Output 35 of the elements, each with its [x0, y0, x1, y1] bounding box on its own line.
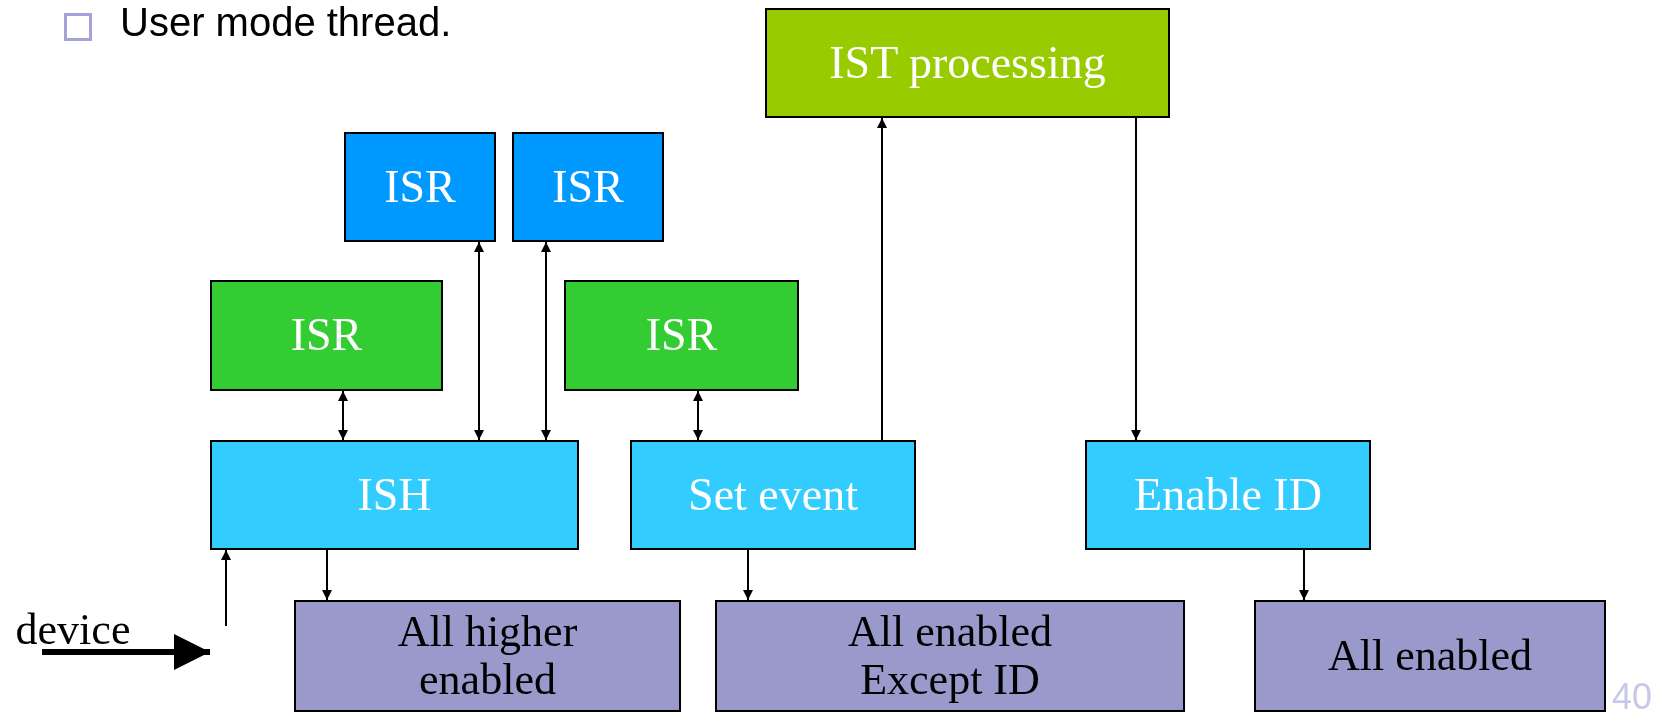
arrow [42, 634, 210, 670]
title: User mode thread. [120, 0, 452, 45]
box-label: ISR [552, 161, 624, 213]
box-label: IST processing [829, 37, 1106, 89]
arrow [877, 117, 887, 441]
arrow [474, 241, 484, 441]
arrow [221, 549, 231, 627]
process-box [294, 600, 681, 712]
box-label: ISH [357, 469, 432, 521]
process-box [210, 280, 443, 391]
process-box [715, 600, 1185, 712]
box-label: ISR [645, 310, 718, 361]
arrow [322, 549, 332, 601]
device-label: device [15, 605, 131, 655]
arrow [338, 390, 348, 441]
box-label: Enable ID [1134, 469, 1322, 521]
arrow [1131, 117, 1141, 441]
box-label: All enabled [1327, 631, 1532, 681]
arrow [541, 241, 551, 441]
arrow [693, 390, 703, 441]
arrow [743, 549, 753, 601]
process-box [210, 440, 579, 550]
box-label: All higher enabled [396, 607, 579, 705]
process-box [1085, 440, 1371, 550]
process-box [564, 280, 799, 391]
box-label: ISR [384, 161, 456, 213]
arrow [1299, 549, 1309, 601]
process-box [344, 132, 496, 242]
box-label: All enabled Except ID [846, 607, 1053, 705]
process-box [630, 440, 916, 550]
process-box [1254, 600, 1606, 712]
box-label: Set event [688, 469, 858, 521]
process-box [512, 132, 664, 242]
process-box [765, 8, 1170, 118]
box-label: ISR [290, 310, 363, 361]
